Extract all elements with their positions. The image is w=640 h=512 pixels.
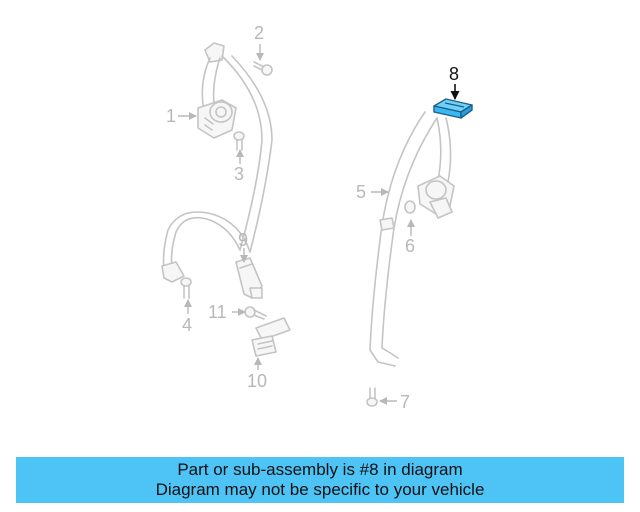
belt-guide [379, 217, 395, 231]
callout-2: 2 [254, 23, 264, 43]
bolt-part-7 [366, 387, 378, 407]
callout-6: 6 [405, 236, 415, 256]
callout-5: 5 [356, 182, 366, 202]
grommet-part-6 [404, 200, 416, 214]
callout-3: 3 [234, 164, 244, 184]
callout-10: 10 [247, 371, 267, 391]
lap-belt-loop [170, 216, 241, 269]
belt-webbing-upper [201, 57, 211, 106]
banner-line-2: Diagram may not be specific to your vehi… [155, 480, 485, 499]
retractor-part-1 [197, 99, 237, 139]
buckle-tongue-part-9 [235, 257, 263, 299]
bolt-part-4 [180, 277, 192, 299]
callout-4: 4 [182, 315, 192, 335]
left-belt-assembly [161, 42, 291, 357]
info-banner: Part or sub-assembly is #8 in diagram Di… [16, 457, 624, 503]
upper-anchor-loop [204, 42, 225, 63]
bolt-part-2 [253, 61, 273, 76]
callout-7: 7 [400, 392, 410, 412]
callout-9: 9 [238, 230, 248, 250]
bolt-part-11 [244, 306, 267, 320]
belt-webbing-right [369, 111, 426, 367]
parts-diagram: 1 2 3 4 5 6 7 8 9 10 11 [161, 23, 473, 412]
callout-1: 1 [166, 106, 176, 126]
bolt-part-3 [233, 131, 245, 151]
callout-8: 8 [449, 64, 459, 84]
lap-anchor-plate [161, 261, 185, 283]
belt-webbing-long [221, 55, 263, 251]
callout-11: 11 [208, 302, 227, 322]
part-8-highlighted[interactable] [433, 98, 473, 119]
banner-line-1: Part or sub-assembly is #8 in diagram [177, 460, 463, 479]
buckle-part-10 [251, 317, 291, 357]
right-belt-assembly [366, 98, 473, 407]
part-8-side [460, 104, 473, 119]
retractor-part-5 [417, 175, 455, 219]
